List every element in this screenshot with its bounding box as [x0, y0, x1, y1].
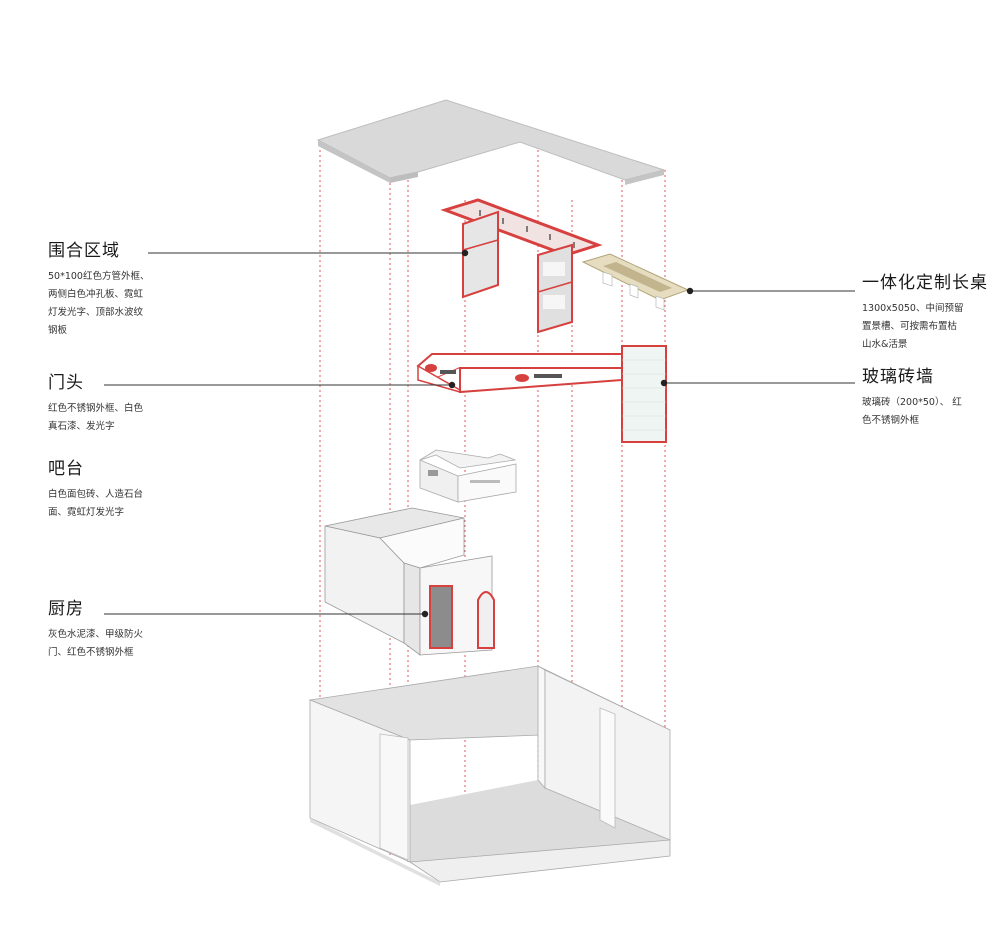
desc-line: 50*100红色方管外框、 [48, 271, 150, 282]
custom-long-table [581, 253, 690, 311]
desc-line: 1300x5050、中间预留 [862, 303, 964, 314]
callout-title: 玻璃砖墙 [862, 367, 934, 387]
leader-lines [104, 252, 855, 615]
desc-line: 门、红色不锈钢外框 [48, 647, 134, 658]
desc-line: 玻璃砖（200*50）、 红 [862, 397, 962, 408]
desc-line: 红色不锈钢外框、白色 [48, 403, 144, 414]
glass-brick-wall [621, 345, 667, 443]
callout-table: 一体化定制长桌 1300x5050、中间预留 置景槽、可按需布置枯 山水&活景 [862, 272, 988, 354]
kitchen-block [324, 507, 495, 656]
callout-glass-wall: 玻璃砖墙 玻璃砖（200*50）、 红 色不锈钢外框 [862, 366, 962, 430]
callout-title: 围合区域 [48, 241, 120, 261]
callout-title: 门头 [48, 373, 84, 393]
callout-enclosure: 围合区域 50*100红色方管外框、 两侧白色冲孔板、霓虹 灯发光字、顶部水波纹… [48, 240, 149, 340]
callout-title: 吧台 [48, 459, 84, 479]
desc-line: 灰色水泥漆、甲级防火 [48, 629, 144, 640]
storefront-header [416, 353, 623, 394]
desc-line: 两侧白色冲孔板、霓虹 [48, 289, 144, 300]
ground-floor-shell [308, 665, 671, 886]
callout-bar: 吧台 白色面包砖、人造石台 面、霓虹灯发光字 [48, 458, 143, 522]
desc-line: 山水&活景 [862, 339, 908, 350]
desc-line: 置景槽、可按需布置枯 [862, 321, 958, 332]
desc-line: 钢板 [48, 325, 68, 336]
desc-line: 白色面包砖、人造石台 [48, 489, 144, 500]
desc-line: 真石漆、发光字 [48, 421, 115, 432]
desc-line: 色不锈钢外框 [862, 415, 920, 426]
callout-desc: 玻璃砖（200*50）、 红 色不锈钢外框 [862, 394, 962, 430]
callout-desc: 红色不锈钢外框、白色 真石漆、发光字 [48, 400, 143, 436]
callout-desc: 灰色水泥漆、甲级防火 门、红色不锈钢外框 [48, 626, 143, 662]
callout-storefront: 门头 红色不锈钢外框、白色 真石漆、发光字 [48, 372, 143, 436]
desc-line: 面、霓虹灯发光字 [48, 507, 125, 518]
roof-slab [316, 99, 666, 185]
bar-counter [419, 449, 517, 503]
callout-title: 一体化定制长桌 [862, 273, 988, 293]
callout-desc: 50*100红色方管外框、 两侧白色冲孔板、霓虹 灯发光字、顶部水波纹 钢板 [48, 268, 149, 340]
callout-desc: 白色面包砖、人造石台 面、霓虹灯发光字 [48, 486, 143, 522]
callout-title: 厨房 [48, 599, 84, 619]
leader-dots [421, 249, 694, 618]
callout-desc: 1300x5050、中间预留 置景槽、可按需布置枯 山水&活景 [862, 300, 988, 354]
desc-line: 灯发光字、顶部水波纹 [48, 307, 144, 318]
callout-kitchen: 厨房 灰色水泥漆、甲级防火 门、红色不锈钢外框 [48, 598, 143, 662]
enclosure-frame [440, 198, 603, 334]
